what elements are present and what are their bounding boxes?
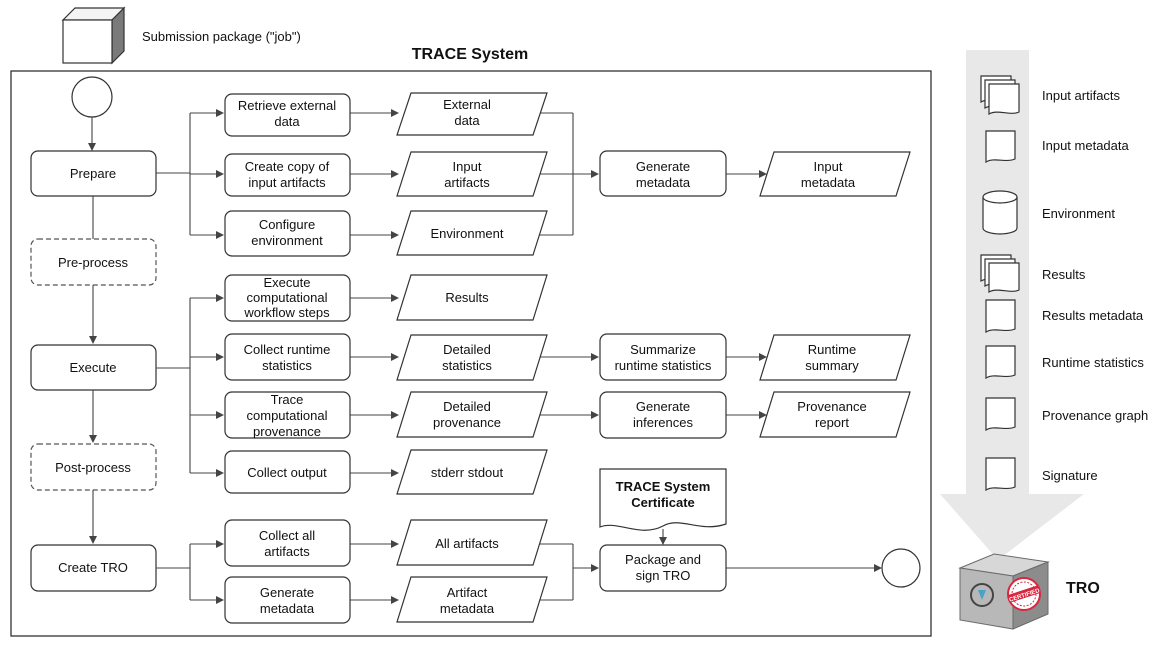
results-output — [396, 274, 548, 321]
legend-input-artifacts: Input artifacts — [1042, 88, 1121, 103]
stderr-stdout-output — [396, 449, 548, 495]
collect-output-step — [224, 450, 351, 494]
signature-icon — [985, 457, 1016, 492]
stage-create-tro-label: Create TRO — [58, 560, 128, 575]
detailed-statistics-output — [396, 334, 548, 381]
collect-output-label: Collect output — [247, 465, 327, 480]
input-artifacts-icon — [980, 75, 1020, 116]
results-metadata-icon — [985, 299, 1016, 334]
trace-provenance-step — [224, 391, 351, 439]
prepare-connectors — [156, 109, 767, 239]
generate-inferences-step — [599, 391, 727, 439]
stderr-stdout-label: stderr stdout — [431, 465, 504, 480]
input-metadata-icon — [985, 130, 1016, 164]
input-metadata-output — [759, 151, 911, 197]
legend-input-metadata: Input metadata — [1042, 138, 1129, 153]
legend-provenance-graph: Provenance graph — [1042, 408, 1148, 423]
submission-package-icon — [61, 6, 126, 65]
system-title: TRACE System — [412, 46, 528, 63]
start-node — [71, 76, 113, 118]
stage-column: Prepare Pre-process Execute Post-process… — [30, 117, 157, 592]
input-artifacts-output — [396, 151, 548, 197]
external-data-output — [396, 92, 548, 136]
create-copy-step — [224, 153, 351, 197]
artifact-metadata-output — [396, 576, 548, 623]
stage-postprocess-label: Post-process — [55, 460, 131, 475]
results-icon — [980, 254, 1020, 294]
runtime-summary-output — [759, 334, 911, 381]
results-label: Results — [445, 290, 489, 305]
collect-runtime-step — [224, 333, 351, 381]
execute-connectors — [156, 294, 767, 477]
stage-prepare-label: Prepare — [70, 166, 116, 181]
legend-results-metadata: Results metadata — [1042, 308, 1144, 323]
summarize-runtime-step — [599, 333, 727, 381]
tro-label: TRO — [1066, 580, 1100, 597]
end-node — [881, 548, 921, 588]
legend-signature: Signature — [1042, 468, 1098, 483]
submission-package-label: Submission package ("job") — [142, 29, 301, 44]
configure-environment-step — [224, 210, 351, 257]
generate-metadata-step — [599, 150, 727, 197]
collect-all-artifacts-step — [224, 519, 351, 567]
tro-generate-metadata-step — [224, 576, 351, 624]
all-artifacts-label: All artifacts — [435, 536, 499, 551]
provenance-graph-icon — [985, 397, 1016, 432]
stage-execute-label: Execute — [70, 360, 117, 375]
all-artifacts-output — [396, 519, 548, 566]
legend-environment: Environment — [1042, 206, 1115, 221]
environment-icon — [982, 190, 1018, 235]
tro-box-icon — [958, 553, 1050, 630]
retrieve-external-data-step — [224, 93, 351, 137]
runtime-statistics-icon — [985, 345, 1016, 380]
legend-results: Results — [1042, 267, 1086, 282]
environment-output — [396, 210, 548, 256]
certificate-document — [599, 468, 727, 531]
certified-stamp-icon: CERTIFIED — [1007, 577, 1041, 611]
package-sign-tro-step — [599, 544, 727, 592]
legend-runtime-statistics: Runtime statistics — [1042, 355, 1144, 370]
detailed-provenance-output — [396, 391, 548, 438]
environment-label: Environment — [431, 226, 504, 241]
provenance-report-output — [759, 391, 911, 438]
execute-workflow-step — [224, 274, 351, 322]
system-frame — [10, 70, 932, 637]
stage-preprocess-label: Pre-process — [58, 255, 129, 270]
